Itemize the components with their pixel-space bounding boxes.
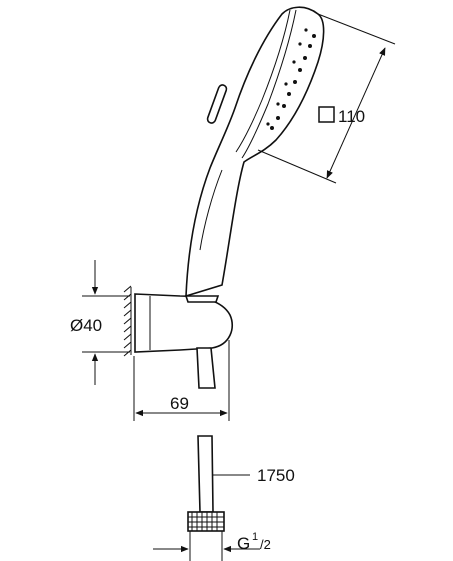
diameter-label: Ø40 — [70, 316, 102, 335]
dim-head-size: 110 — [257, 13, 396, 184]
hand-shower — [185, 6, 325, 298]
thread-label: G — [237, 534, 250, 553]
wall-hatching — [123, 285, 132, 357]
dim-hose-length: 1750 — [212, 466, 295, 485]
dim-thread: G 1 /2 — [153, 531, 271, 553]
dim-width: 69 — [133, 340, 230, 421]
thread-sup: 1 — [252, 531, 258, 543]
head-size-value: 110 — [338, 107, 365, 126]
wall-holder — [123, 285, 234, 389]
dim-diameter: Ø40 — [70, 260, 130, 385]
width-label: 69 — [170, 394, 189, 413]
hose — [187, 435, 225, 561]
square-symbol-icon — [318, 106, 335, 123]
hose-length-label: 1750 — [257, 466, 295, 485]
spray-face-dots — [266, 28, 316, 130]
thread-sub: /2 — [260, 537, 271, 552]
